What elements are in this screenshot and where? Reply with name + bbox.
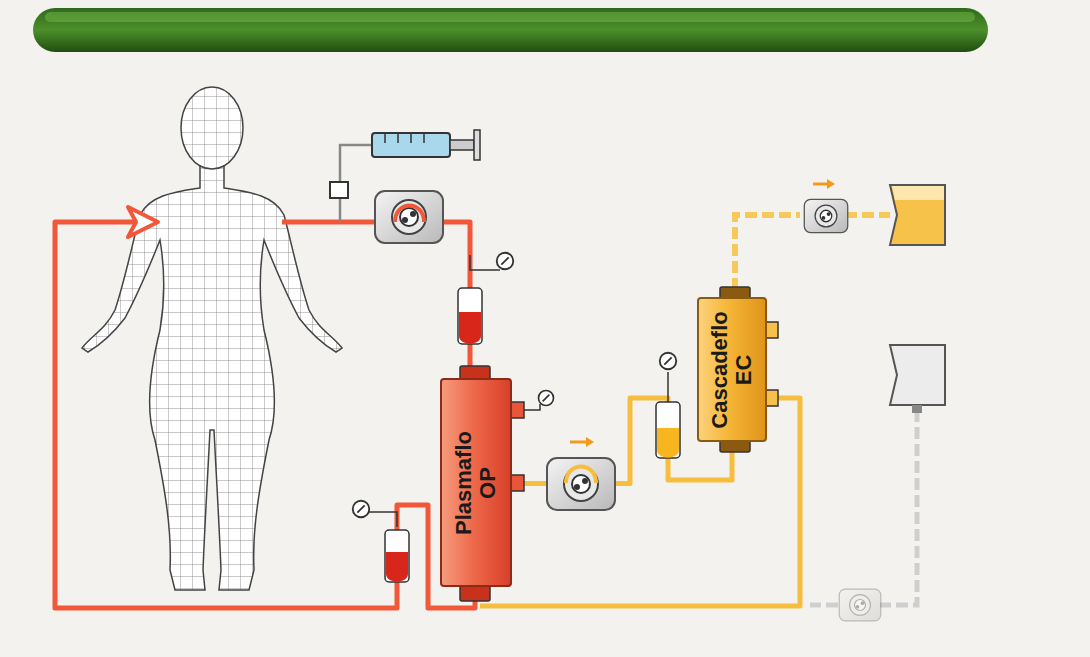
plasma-pump: [547, 458, 615, 510]
venous-chamber: [353, 501, 409, 582]
substitution-pump: [839, 589, 881, 621]
arterial-chamber: [458, 253, 513, 344]
blood-pump: [375, 191, 443, 243]
waste-pump: [804, 199, 847, 232]
plasma-filter: Plasmaflo OP: [440, 378, 512, 587]
substitution-bag: [890, 345, 945, 405]
blood-line: [55, 222, 475, 608]
plasma-chamber: [656, 353, 680, 458]
flow-arrow: [128, 207, 158, 237]
filter-label: Plasmaflo OP: [452, 420, 500, 545]
header-band: [33, 8, 988, 52]
connector-port: [330, 182, 348, 198]
syringe: [372, 130, 480, 160]
substitution-line: [810, 410, 917, 605]
filter-label: Cascadeflo EC: [708, 307, 756, 432]
plasma-fractionator: Cascadeflo EC: [697, 297, 767, 442]
waste-bag: [890, 185, 945, 245]
human-figure: [70, 80, 360, 600]
